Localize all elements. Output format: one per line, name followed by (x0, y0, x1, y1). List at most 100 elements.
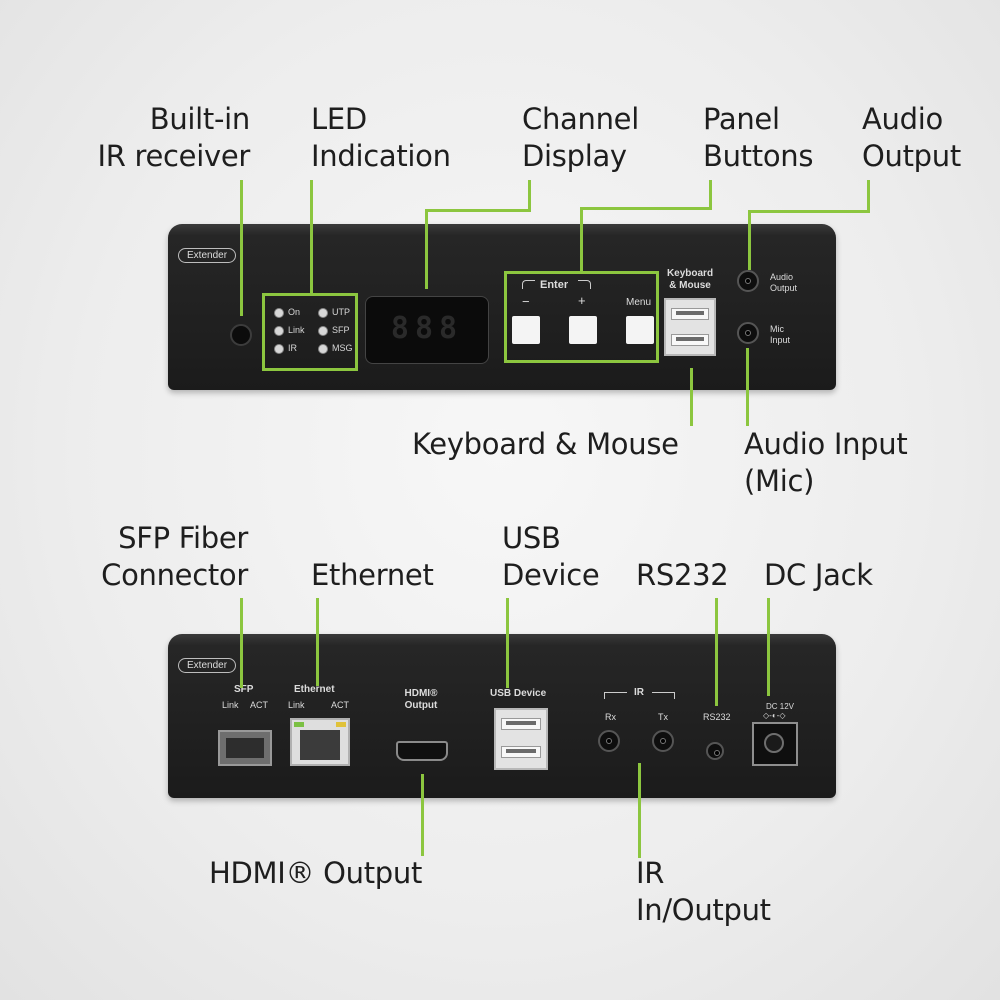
led-on-label: On (288, 307, 301, 317)
mic-leader (746, 348, 749, 426)
eth-link-label: Link (288, 700, 305, 710)
menu-button[interactable] (626, 316, 654, 344)
kbm-leader (690, 368, 693, 426)
callout-dc-jack: DC Jack (764, 558, 873, 592)
ethernet-label: Ethernet (294, 684, 335, 695)
kbm-label: Keyboard & Mouse (666, 268, 714, 291)
led-utp (318, 308, 328, 318)
sfp-link-label: Link (222, 700, 239, 710)
channel-leader-v2 (425, 209, 428, 289)
eth-link-light (294, 722, 304, 727)
ir-bracket-left (604, 692, 627, 699)
hdmi-port[interactable] (396, 741, 448, 761)
eth-act-light (336, 722, 346, 727)
minus-label: − (522, 294, 530, 309)
dc-leader (767, 598, 770, 696)
callout-audio-output: Audio Output (862, 102, 961, 173)
callout-sfp-fiber: SFP Fiber Connector (101, 521, 248, 592)
hdmi-leader (421, 774, 424, 856)
front-panel-device: Extender On Link IR UTP SFP MSG 888 Ente… (168, 224, 836, 390)
led-leader (310, 180, 313, 294)
ir-bracket-right (652, 692, 675, 699)
led-utp-label: UTP (332, 307, 350, 317)
ir-label: IR (634, 687, 644, 698)
callout-hdmi-output: HDMI® Output (209, 856, 423, 890)
rs232-leader (715, 598, 718, 706)
callout-ethernet: Ethernet (311, 558, 434, 592)
ir-rx-jack[interactable] (598, 730, 620, 752)
led-link (274, 326, 284, 336)
plus-button[interactable] (569, 316, 597, 344)
enter-bracket-left (522, 280, 535, 289)
led-link-label: Link (288, 325, 305, 335)
mic-input-label: Mic Input (770, 324, 791, 345)
rear-usb-slot-upper (501, 718, 541, 730)
buttons-leader-v1 (709, 180, 712, 210)
led-highlight-box (262, 293, 358, 371)
extender-badge: Extender (178, 248, 237, 263)
rs232-label: RS232 (703, 712, 731, 722)
dc-jack[interactable] (752, 722, 798, 766)
ir-tx-label: Tx (658, 712, 668, 722)
led-msg-label: MSG (332, 343, 353, 353)
enter-bracket-right (578, 280, 591, 289)
rear-extender-badge: Extender (178, 658, 237, 673)
minus-button[interactable] (512, 316, 540, 344)
callout-channel-display: Channel Display (522, 102, 639, 173)
callout-usb-device: USB Device (502, 521, 600, 592)
plus-label: + (578, 293, 586, 308)
ethernet-port[interactable] (290, 718, 350, 766)
callout-rs232: RS232 (636, 558, 729, 592)
usb-slot-upper (671, 308, 709, 320)
sfp-port[interactable] (218, 730, 272, 766)
led-ir (274, 344, 284, 354)
enter-label: Enter (540, 279, 569, 291)
buttons-leader-h (580, 207, 712, 210)
ir-leader-bottom (638, 763, 641, 858)
rear-usb-slot-lower (501, 746, 541, 758)
hdmi-label: HDMI® Output (404, 688, 438, 711)
channel-display: 888 (365, 296, 489, 364)
sfp-act-label: ACT (250, 700, 268, 710)
led-sfp-label: SFP (332, 325, 350, 335)
led-ir-label: IR (288, 343, 297, 353)
kbm-usb-ports[interactable] (664, 298, 716, 356)
audio-out-leader-h (748, 210, 870, 213)
usb-device-leader (506, 598, 509, 688)
led-sfp (318, 326, 328, 336)
rs232-jack[interactable] (706, 742, 724, 760)
audio-out-leader-v2 (748, 210, 751, 270)
sfp-port-slot (226, 738, 264, 758)
eth-socket (300, 730, 340, 760)
audio-output-jack[interactable] (737, 270, 759, 292)
buttons-leader-v2 (580, 207, 583, 272)
led-msg (318, 344, 328, 354)
rear-panel-device: Extender SFP Link ACT Ethernet Link ACT … (168, 634, 836, 798)
callout-ir-in-output: IR In/Output (636, 856, 771, 927)
sfp-label: SFP (234, 684, 254, 695)
dc-label: DC 12V (766, 702, 795, 711)
ir-receiver-sensor (230, 324, 252, 346)
led-on (274, 308, 284, 318)
usb-device-label: USB Device (490, 688, 547, 699)
menu-label: Menu (626, 297, 652, 308)
ir-rx-label: Rx (605, 712, 616, 722)
sfp-leader (240, 598, 243, 688)
ethernet-leader (316, 598, 319, 686)
channel-leader-v1 (528, 180, 531, 212)
mic-input-jack[interactable] (737, 322, 759, 344)
usb-device-ports[interactable] (494, 708, 548, 770)
channel-digits: 888 (390, 311, 464, 346)
callout-led-indication: LED Indication (311, 102, 451, 173)
audio-output-label: Audio Output (770, 272, 798, 293)
callout-audio-input: Audio Input (Mic) (744, 427, 908, 498)
callout-ir-receiver: Built-in IR receiver (97, 102, 250, 173)
usb-slot-lower (671, 334, 709, 346)
ir-tx-jack[interactable] (652, 730, 674, 752)
audio-out-leader-v1 (867, 180, 870, 213)
callout-keyboard-mouse: Keyboard & Mouse (412, 427, 679, 461)
dc-jack-pin (764, 733, 784, 753)
dc-polarity-symbol: ◇-◐-◇ (763, 711, 786, 720)
ir-leader (240, 180, 243, 316)
buttons-highlight-box (504, 271, 659, 363)
